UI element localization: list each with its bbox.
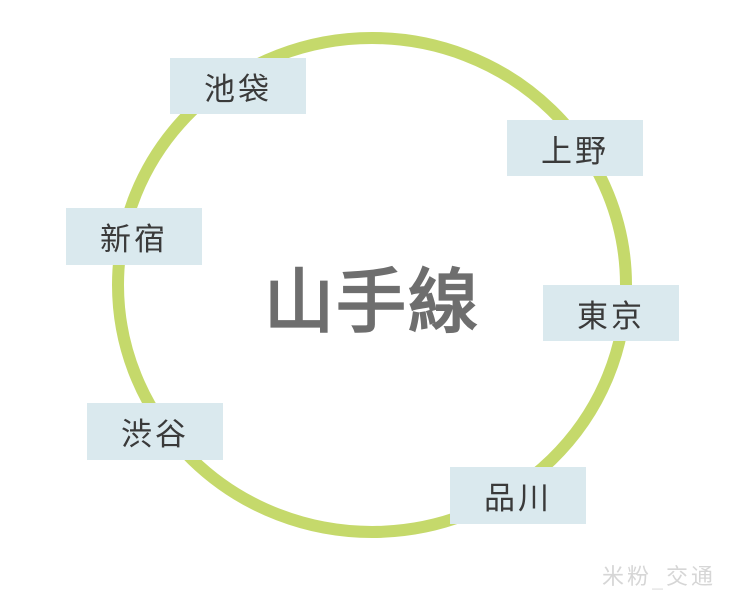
station-shinjuku: 新宿 xyxy=(66,208,202,265)
station-ueno: 上野 xyxy=(507,120,643,176)
station-shinagawa: 品川 xyxy=(450,467,586,524)
station-shibuya: 渋谷 xyxy=(87,403,223,460)
watermark: 米粉_交通 xyxy=(601,565,716,590)
line-title: 山手線 xyxy=(264,259,480,343)
station-tokyo: 東京 xyxy=(543,285,679,341)
station-ikebukuro: 池袋 xyxy=(170,58,306,114)
